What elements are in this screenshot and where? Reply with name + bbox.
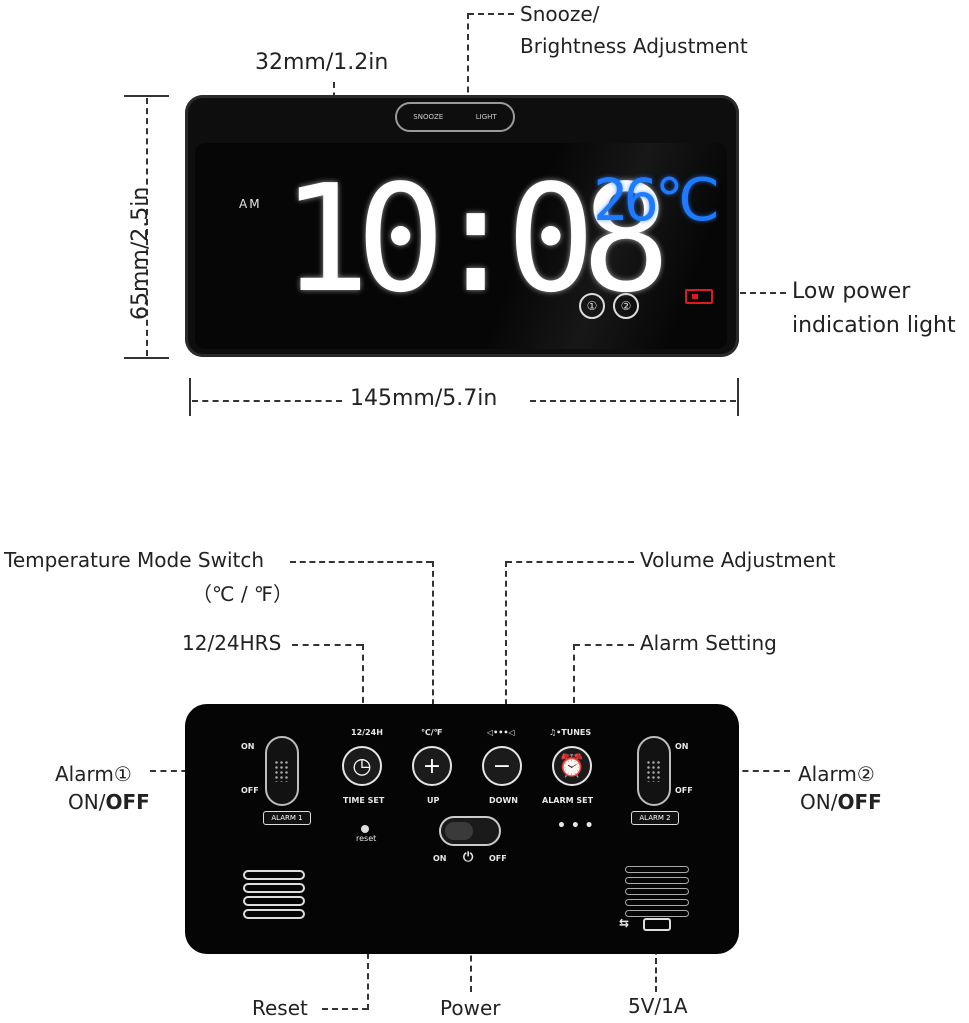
low-power-label-line1: Low power bbox=[792, 279, 911, 304]
alarm-setting-leader-v bbox=[573, 644, 575, 724]
alarm2-switch-grip bbox=[646, 760, 662, 782]
alarm1-off-text: OFF bbox=[105, 790, 150, 814]
usb-port[interactable] bbox=[643, 918, 671, 931]
alarm-setting-label: Alarm Setting bbox=[640, 631, 777, 655]
snooze-label-line1: Snooze/ bbox=[520, 2, 600, 26]
alarm2-label-line1: Alarm② bbox=[798, 762, 875, 786]
btn-vol-label: ◁•••◁ bbox=[487, 728, 515, 737]
alarm-clock-icon: ⏰ bbox=[558, 753, 586, 779]
alarm2-on-mark: ON bbox=[675, 742, 689, 751]
hrs-leader-v bbox=[362, 644, 364, 724]
alarm-set-button[interactable]: ⏰ bbox=[552, 746, 592, 786]
reset-small-text: reset bbox=[356, 834, 377, 843]
down-button[interactable]: − bbox=[482, 746, 522, 786]
snooze-button-text: SNOOZE bbox=[413, 113, 444, 121]
plus-icon: + bbox=[422, 753, 442, 779]
battery-icon bbox=[685, 289, 713, 304]
ampm-indicator: AM bbox=[239, 197, 262, 211]
width-tick-right bbox=[737, 378, 739, 416]
power-off-mark: OFF bbox=[489, 854, 507, 863]
alarm-setting-leader-h bbox=[574, 644, 634, 646]
alarm2-label-line2: ON/OFF bbox=[800, 790, 882, 814]
width-dim-line-left bbox=[192, 400, 342, 402]
power-label: Power bbox=[440, 996, 501, 1020]
temp-mode-leader-h bbox=[290, 561, 432, 563]
btn-alarmset-label: ALARM SET bbox=[542, 796, 594, 805]
usb-leader bbox=[655, 930, 657, 992]
low-power-leader bbox=[720, 292, 786, 294]
alarm1-label-line2: ON/OFF bbox=[68, 790, 150, 814]
volume-leader-h bbox=[506, 561, 634, 563]
alarm2-off-text: OFF bbox=[837, 790, 882, 814]
reset-label: Reset bbox=[252, 996, 308, 1020]
time-set-button[interactable]: ◷ bbox=[342, 746, 382, 786]
btn-down-label: DOWN bbox=[489, 796, 518, 805]
alarm2-off-mark: OFF bbox=[675, 786, 693, 795]
clock-front: SNOOZE LIGHT AM 10:08 26℃ ① ② bbox=[185, 95, 739, 357]
alarm2-switch[interactable] bbox=[637, 736, 671, 806]
up-button[interactable]: + bbox=[412, 746, 452, 786]
alarm2-tag: ALARM 2 bbox=[631, 811, 679, 825]
temp-mode-leader-v bbox=[432, 561, 434, 725]
power-icon: ⏻ bbox=[463, 850, 474, 865]
snooze-leader-v bbox=[467, 13, 469, 103]
light-button-text: LIGHT bbox=[475, 113, 497, 121]
alarm1-switch-grip bbox=[274, 760, 290, 782]
alarm2-on-text: ON/ bbox=[800, 790, 838, 814]
hrs-label: 12/24HRS bbox=[182, 631, 282, 655]
minus-icon: − bbox=[492, 753, 512, 779]
height-tick-bottom bbox=[124, 357, 169, 359]
temp-mode-label-line2: （℃ / ℉） bbox=[192, 582, 293, 606]
height-label: 65mm/2.5in bbox=[128, 186, 153, 320]
volume-leader-v bbox=[505, 561, 507, 725]
snooze-label-line2: Brightness Adjustment bbox=[520, 34, 748, 58]
snooze-light-button[interactable]: SNOOZE LIGHT bbox=[395, 102, 515, 132]
temp-mode-label-line1: Temperature Mode Switch bbox=[4, 548, 265, 572]
btn-cf-label: ℃/℉ bbox=[421, 728, 443, 737]
btn-1224-label: 12/24H bbox=[351, 728, 383, 737]
volume-label: Volume Adjustment bbox=[640, 548, 836, 572]
width-label: 145mm/5.7in bbox=[350, 386, 498, 411]
depth-label: 32mm/1.2in bbox=[255, 50, 389, 75]
usb-icon: ⇆ bbox=[619, 916, 630, 930]
width-tick-left bbox=[189, 378, 191, 416]
low-power-label-line2: indication light bbox=[792, 313, 956, 338]
indicator-dots: • • • bbox=[557, 818, 594, 834]
power-on-mark: ON bbox=[433, 854, 447, 863]
height-dim-line bbox=[146, 98, 148, 356]
speaker-grille-left bbox=[243, 870, 305, 922]
btn-tunes-label: ♫•TUNES bbox=[549, 728, 592, 737]
reset-pinhole[interactable] bbox=[361, 825, 369, 833]
alarm2-icon: ② bbox=[613, 293, 639, 319]
alarm1-on-mark: ON bbox=[241, 742, 255, 751]
alarm1-off-mark: OFF bbox=[241, 786, 259, 795]
display-screen: AM 10:08 26℃ ① ② bbox=[195, 143, 727, 349]
clock-back-panel: ON OFF ALARM 1 ON OFF ALARM 2 12/24H ◷ T… bbox=[185, 704, 739, 954]
reset-leader-h bbox=[322, 1008, 368, 1010]
temperature-display: 26℃ bbox=[593, 166, 720, 234]
alarm1-on-text: ON/ bbox=[68, 790, 106, 814]
clock-icon: ◷ bbox=[352, 753, 372, 779]
usb-label: 5V/1A bbox=[628, 994, 688, 1018]
alarm1-icon: ① bbox=[579, 293, 605, 319]
snooze-leader-h bbox=[468, 13, 514, 15]
time-display: 10:08 bbox=[281, 153, 671, 325]
btn-up-label: UP bbox=[427, 796, 440, 805]
alarm1-switch[interactable] bbox=[265, 736, 299, 806]
width-dim-line-right bbox=[530, 400, 736, 402]
alarm1-label-line1: Alarm① bbox=[55, 762, 132, 786]
alarm1-tag: ALARM 1 bbox=[263, 811, 311, 825]
hrs-leader-h bbox=[292, 644, 362, 646]
btn-timeset-label: TIME SET bbox=[343, 796, 385, 805]
height-tick-top bbox=[124, 95, 169, 97]
power-switch[interactable] bbox=[439, 816, 501, 846]
speaker-grille-right bbox=[625, 866, 689, 921]
